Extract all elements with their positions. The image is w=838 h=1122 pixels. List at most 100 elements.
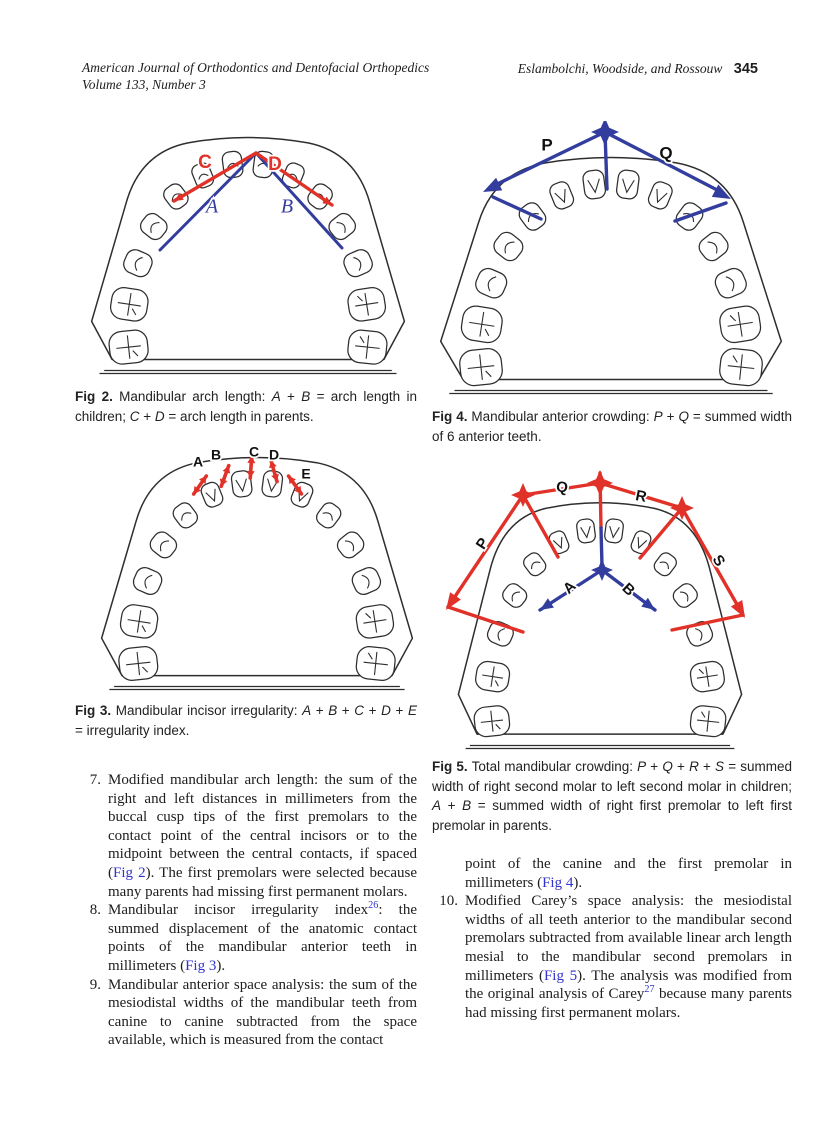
- tooth: [653, 552, 677, 577]
- arch-outline: [90, 136, 406, 361]
- diagram-label: A: [204, 196, 219, 218]
- diagram-shape: [727, 365, 755, 370]
- diagram-shape: [123, 249, 153, 278]
- tooth: [118, 646, 159, 681]
- text-segment: A: [432, 798, 442, 813]
- arrowhead-marker: [641, 597, 655, 610]
- list-number: 9.: [89, 976, 101, 993]
- arrowhead-marker: [269, 460, 277, 469]
- arrowhead-marker: [730, 600, 745, 618]
- tooth: [647, 181, 673, 210]
- diagram-shape: [729, 315, 737, 322]
- measurement-line: [446, 605, 525, 634]
- text-segment: Q: [678, 409, 689, 424]
- diagram-label: Q: [555, 478, 569, 496]
- diagram-shape: [134, 256, 143, 271]
- text-segment: Q: [662, 759, 673, 774]
- text-segment: Mandibular anterior space analysis: the …: [108, 976, 417, 1049]
- arrowhead-marker: [288, 476, 296, 485]
- list-item-text: Modified mandibular arch length: the sum…: [108, 771, 417, 901]
- citation-link[interactable]: Fig 5: [543, 967, 578, 984]
- diagram-shape: [127, 619, 151, 624]
- diagram-shape: [200, 481, 224, 508]
- text-segment: E: [407, 703, 417, 718]
- text-segment: Fig 2.: [75, 389, 113, 404]
- tooth: [582, 169, 607, 200]
- tooth: [714, 267, 747, 299]
- diagram-shape: [172, 502, 199, 529]
- text-segment: +: [662, 409, 679, 424]
- diagram-shape: [656, 188, 668, 204]
- arrowhead-marker: [540, 598, 554, 610]
- diagram-shape: [150, 222, 160, 234]
- citation-link[interactable]: Fig 3: [185, 957, 217, 974]
- text-segment: P: [637, 759, 647, 774]
- diagram-shape: [582, 169, 607, 200]
- text-segment: ).: [216, 957, 226, 974]
- diagram-shape: [139, 212, 168, 241]
- diagram-shape: [131, 308, 137, 316]
- diagram-shape: [367, 652, 373, 660]
- diagram-label: E: [301, 466, 310, 482]
- diagram-shape: [615, 169, 640, 200]
- diagram-shape: [361, 574, 370, 589]
- tooth: [355, 604, 395, 639]
- arrowhead-marker: [483, 177, 503, 192]
- diagram-shape: [355, 345, 380, 349]
- diagram-shape: [502, 583, 528, 608]
- tooth: [221, 150, 244, 179]
- tooth: [502, 583, 528, 608]
- diagram-label: Q: [659, 143, 672, 162]
- measurement-line: [489, 130, 607, 189]
- text-segment: Total mandibular crowding:: [467, 759, 638, 774]
- citation-link[interactable]: Fig 4: [542, 874, 574, 891]
- running-head-right: Eslambolchi, Woodside, and Rossouw 345: [518, 61, 758, 77]
- diagram-shape: [267, 478, 279, 493]
- diagram-shape: [322, 512, 333, 521]
- diagram-shape: [697, 719, 720, 723]
- diagram-shape: [116, 345, 141, 349]
- tooth: [336, 531, 365, 559]
- text-segment: = summed width of right second molar to …: [432, 759, 793, 794]
- tooth: [328, 212, 357, 241]
- tooth: [689, 705, 727, 738]
- citation-link[interactable]: Fig 2: [113, 864, 146, 881]
- arch-outline: [100, 456, 414, 677]
- diagram-label: R: [634, 487, 648, 506]
- diagram-shape: [261, 470, 284, 498]
- list-item-10: 10. Modified Carey’s space analysis: the…: [432, 892, 792, 1022]
- text-segment: = irregularity index.: [75, 722, 190, 738]
- diagram-shape: [363, 619, 387, 624]
- diagram-label: B: [281, 196, 293, 218]
- text-segment: Fig 3.: [75, 703, 112, 718]
- diagram-shape: [552, 536, 563, 550]
- text-segment: B: [301, 389, 311, 404]
- text-segment: C: [129, 408, 140, 424]
- tooth: [493, 231, 524, 262]
- citation-link[interactable]: 26: [368, 900, 379, 912]
- diagram-shape: [359, 336, 365, 344]
- arrowhead-marker: [294, 485, 302, 494]
- text-segment: Fig 5.: [432, 759, 468, 774]
- diagram-shape: [580, 525, 591, 539]
- list-item-9: 9. Mandibular anterior space analysis: t…: [75, 976, 417, 1050]
- diagram-shape: [707, 241, 718, 254]
- diagram-shape: [475, 267, 508, 299]
- text-segment: = arch length in parents.: [164, 408, 314, 424]
- tooth: [343, 249, 373, 278]
- citation-link[interactable]: 27: [644, 984, 655, 996]
- diagram-shape: [549, 181, 575, 210]
- text-segment: +: [698, 759, 716, 774]
- diagram-shape: [672, 583, 698, 608]
- diagram-shape: [698, 668, 705, 675]
- diagram-shape: [142, 666, 149, 673]
- diagram-label: C: [198, 152, 212, 173]
- tooth: [719, 348, 763, 387]
- tooth: [672, 583, 698, 608]
- arrowhead-marker: [446, 592, 461, 610]
- text-segment: Modified mandibular arch length: the sum…: [108, 772, 417, 881]
- diagram-shape: [205, 488, 216, 503]
- list-item-text: Modified Carey’s space analysis: the mes…: [465, 892, 792, 1022]
- text-segment: ). The first premolars were selected bec…: [108, 864, 417, 900]
- diagram-shape: [695, 628, 703, 641]
